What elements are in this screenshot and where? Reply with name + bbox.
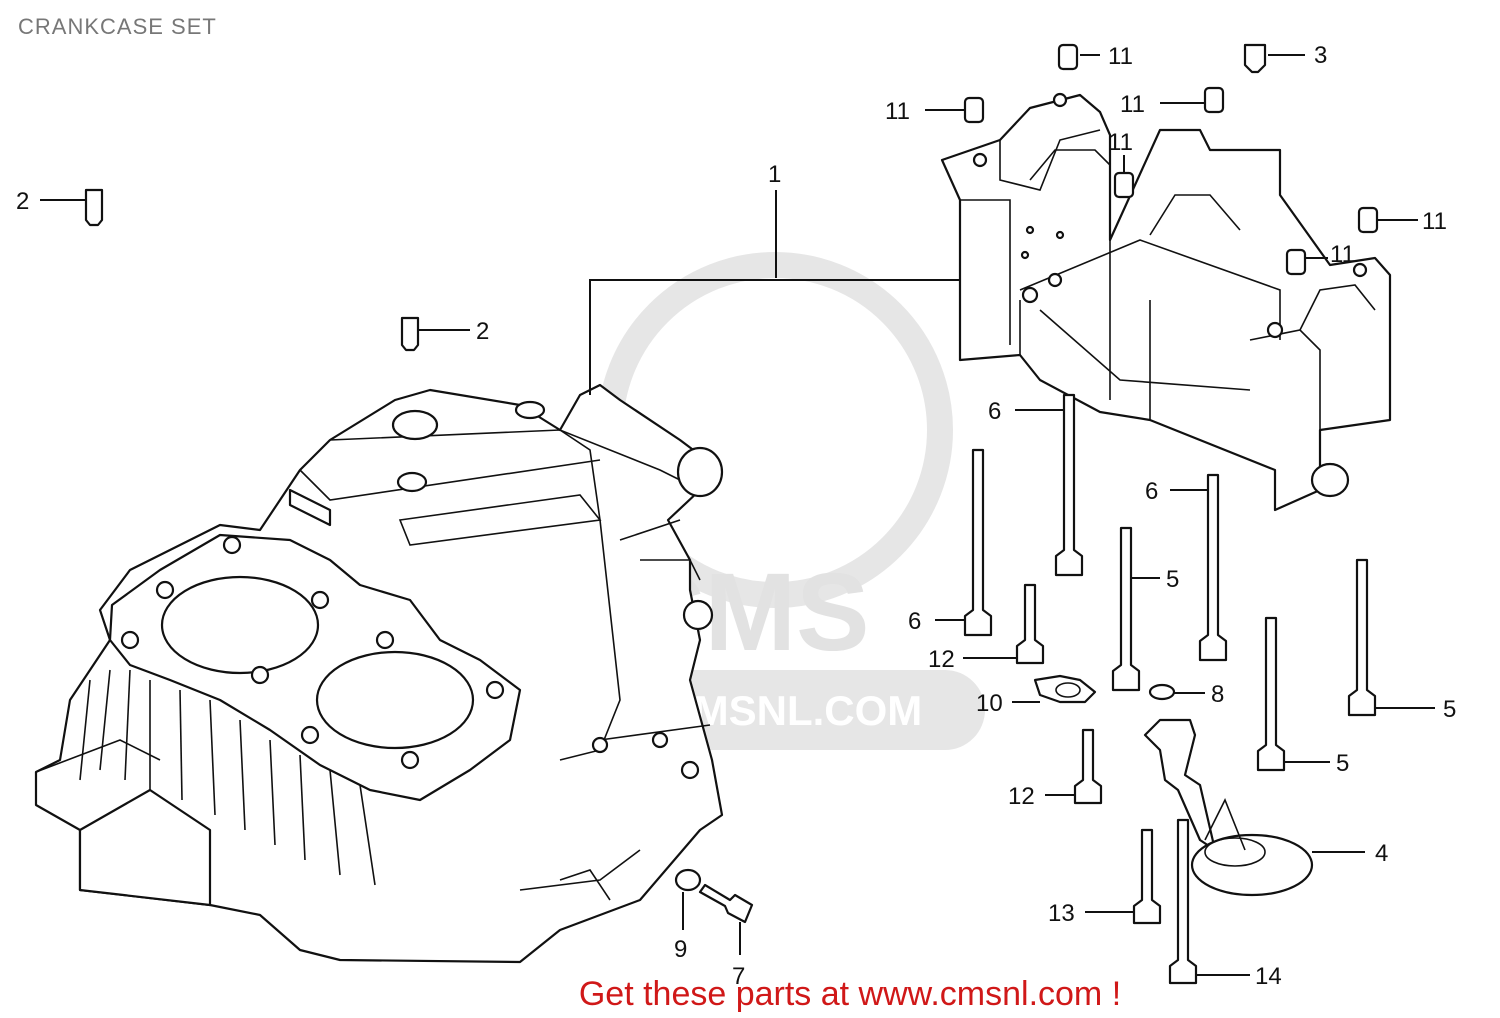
callout-2: 2 — [476, 318, 489, 345]
callout-7: 7 — [732, 963, 745, 990]
callout-5: 5 — [1443, 696, 1456, 723]
promo-link-text[interactable]: Get these parts at www.cmsnl.com ! — [578, 975, 1122, 1013]
callout-12: 12 — [1008, 783, 1035, 810]
callout-11: 11 — [1330, 241, 1355, 268]
bolts — [674, 393, 1377, 985]
leader-lines — [40, 54, 1435, 976]
callout-14: 14 — [1255, 963, 1282, 990]
cylinder-bore-left — [160, 575, 320, 675]
callout-8: 8 — [1211, 681, 1224, 708]
callout-4: 4 — [1375, 840, 1388, 867]
callout-11: 11 — [1120, 91, 1145, 118]
callout-2: 2 — [16, 188, 29, 215]
callout-11: 11 — [885, 98, 910, 125]
upper-crankcase — [34, 383, 724, 964]
callouts: 1 2 2 3 4 5 5 5 6 6 6 7 8 9 10 11 11 11 … — [16, 42, 1456, 990]
callout-3: 3 — [1314, 42, 1327, 69]
cylinder-bore-right — [315, 650, 475, 750]
callout-9: 9 — [674, 936, 687, 963]
callout-11: 11 — [1422, 208, 1447, 235]
callout-11: 11 — [1108, 43, 1133, 70]
oil-strainer — [1143, 718, 1314, 897]
callout-10: 10 — [976, 690, 1003, 717]
dowel-pins — [84, 43, 1379, 352]
callout-6: 6 — [908, 608, 921, 635]
promo-banner: Get these parts at www.cmsnl.com ! — [0, 975, 1500, 1014]
callout-12: 12 — [928, 646, 955, 673]
callout-13: 13 — [1048, 900, 1075, 927]
callout-11: 11 — [1108, 129, 1133, 156]
diagram-title: CRANKCASE SET — [18, 14, 217, 39]
callout-5: 5 — [1166, 566, 1179, 593]
callout-5: 5 — [1336, 750, 1349, 777]
callout-6: 6 — [1145, 478, 1158, 505]
callout-6: 6 — [988, 398, 1001, 425]
lower-crankcase — [940, 92, 1392, 512]
callout-1: 1 — [768, 161, 781, 188]
